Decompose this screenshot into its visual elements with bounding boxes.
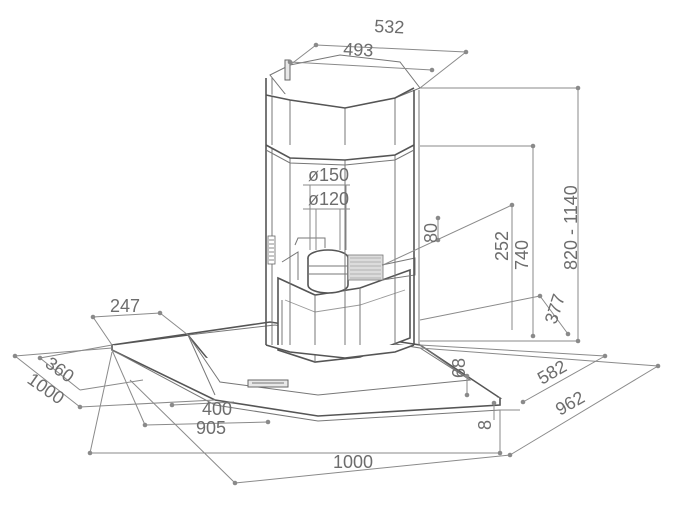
ext-360: [39, 344, 113, 359]
dim-line-diag: [129, 379, 236, 484]
dim-label-740: 740: [512, 240, 532, 270]
dim-label-532: 532: [374, 16, 405, 38]
top-clip: [284, 59, 291, 81]
chimney-top-ring: [265, 87, 415, 109]
dim-label-d150: ø150: [308, 165, 349, 185]
bracket-left: [294, 237, 326, 248]
motor-box-hidden-line: [284, 289, 406, 313]
dim-label-8: 8: [475, 420, 495, 430]
dim-line-400: [171, 401, 235, 406]
dim-line-493: [289, 61, 433, 71]
chimney-joint-front: [265, 144, 415, 161]
dim-label-400: 400: [202, 399, 232, 419]
canopy-chamfer-left: [187, 334, 216, 396]
dim-label-252: 252: [492, 231, 512, 261]
ext-532-b: [419, 51, 467, 89]
vent-grille: [267, 235, 276, 265]
ext-532-a: [289, 44, 317, 66]
chimney-joint-front-2: [265, 149, 415, 166]
dim-line-247: [92, 312, 161, 318]
ext-962: [419, 347, 659, 367]
dim-label-377: 377: [541, 291, 569, 326]
ext-247-b: [159, 312, 189, 336]
dim-label-68: 68: [449, 358, 469, 378]
upper-chimney: [265, 54, 421, 359]
chimney-bottom-ring: [265, 344, 415, 359]
dim-label-962: 962: [552, 387, 588, 419]
mesh-lines: [350, 257, 381, 279]
ext-582: [419, 344, 606, 357]
dim-line-962: [509, 365, 659, 456]
vent-grille-slots: [269, 239, 274, 261]
dim-line-1000-left: [14, 355, 81, 408]
dim-line-905: [144, 421, 269, 426]
dim-line-360: [39, 357, 81, 391]
leader-360-b: [79, 379, 144, 391]
dim-label-1000-bottom: 1000: [333, 452, 373, 472]
bracket-right: [381, 257, 416, 281]
dim-label-247: 247: [110, 296, 140, 316]
motor-cylinder: [307, 258, 349, 294]
canopy-lower-edge: [111, 345, 501, 417]
dimension-lines: [12, 42, 661, 486]
dim-line-582: [522, 355, 606, 403]
dim-line-377: [539, 295, 569, 335]
ext-1000-left: [14, 347, 113, 357]
ext-252-top: [382, 204, 513, 266]
glass-canopy: [111, 321, 503, 422]
canopy-bottom-edge: [111, 349, 501, 422]
motor-box: [277, 237, 416, 363]
ext-377: [419, 295, 541, 321]
leader-1000-b: [79, 399, 216, 408]
dim-label-820-1140: 820 - 1140: [561, 185, 581, 270]
ext-905: [111, 349, 146, 426]
dim-label-582: 582: [534, 356, 570, 388]
dim-label-493: 493: [343, 39, 374, 61]
dim-label-905: 905: [196, 418, 226, 438]
dim-line-diag-b: [234, 454, 511, 484]
ext-247-a: [92, 316, 113, 346]
dim-label-d120: ø120: [308, 189, 349, 209]
dim-label-80: 80: [421, 223, 441, 243]
bracket-left-2: [281, 251, 299, 280]
canopy-chamfer-right: [419, 344, 471, 381]
ext-1000-bottom-a: [89, 351, 113, 454]
mesh-block: [347, 254, 384, 281]
dim-line-532: [315, 44, 467, 53]
